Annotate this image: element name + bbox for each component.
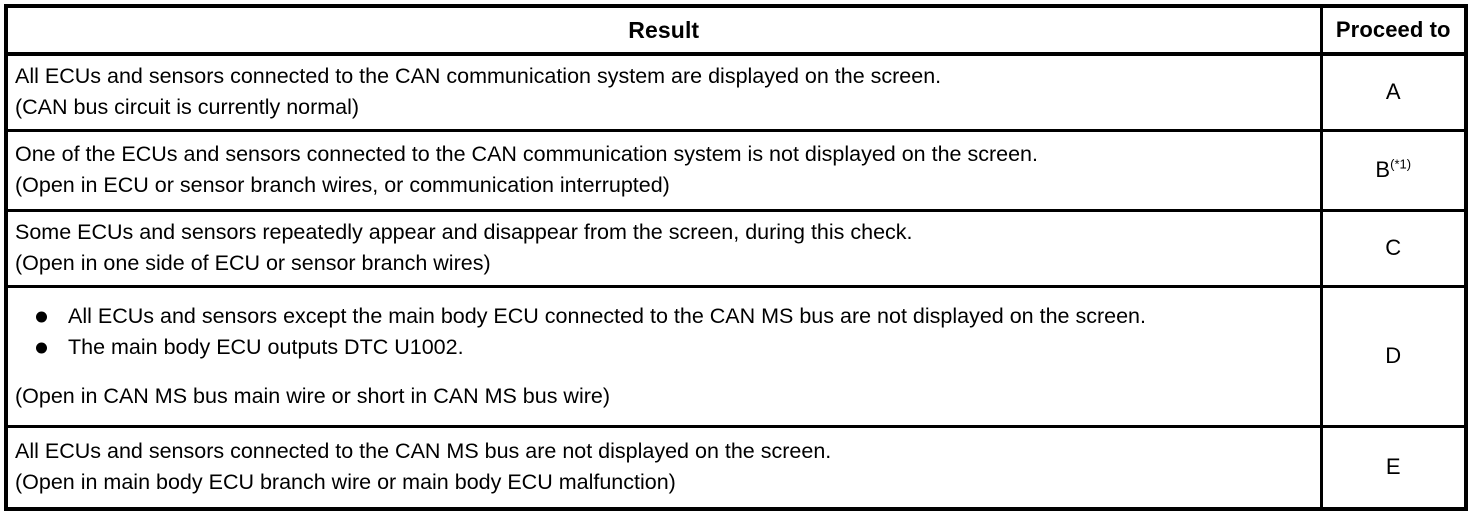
column-header-result: Result — [6, 6, 1323, 56]
result-cell-a: All ECUs and sensors connected to the CA… — [6, 54, 1323, 131]
bullet-dot-icon — [36, 311, 47, 323]
proceed-cell-a: A — [1321, 54, 1466, 130]
bullet-text: The main body ECU outputs DTC U1002. — [68, 335, 464, 360]
result-line-primary: One of the ECUs and sensors connected to… — [15, 141, 1038, 166]
column-header-proceed-to: Proceed to — [1321, 6, 1466, 56]
proceed-footnote-marker: (*1) — [1390, 156, 1412, 172]
proceed-cell-e: E — [1321, 424, 1466, 509]
proceed-letter: D — [1385, 343, 1402, 369]
proceed-letter: A — [1385, 79, 1401, 105]
result-cell-e: All ECUs and sensors connected to the CA… — [6, 424, 1323, 509]
result-cell-b: One of the ECUs and sensors connected to… — [6, 128, 1323, 211]
table-row: All ECUs and sensors except the main bod… — [6, 284, 1466, 427]
table-header: Result Proceed to — [6, 6, 1466, 56]
list-item: The main body ECU outputs DTC U1002. — [15, 332, 1320, 363]
spacer — [15, 363, 1320, 381]
result-line-secondary: (Open in ECU or sensor branch wires, or … — [15, 172, 670, 197]
result-bullet-list: All ECUs and sensors except the main bod… — [15, 301, 1320, 363]
table-row: All ECUs and sensors connected to the CA… — [6, 54, 1466, 131]
table-row: One of the ECUs and sensors connected to… — [6, 128, 1466, 211]
proceed-cell-d: D — [1321, 284, 1466, 427]
result-line-primary: All ECUs and sensors connected to the CA… — [15, 64, 942, 88]
result-cell-d: All ECUs and sensors except the main bod… — [6, 284, 1323, 427]
result-line-secondary: (Open in one side of ECU or sensor branc… — [15, 250, 491, 275]
list-item: All ECUs and sensors except the main bod… — [15, 301, 1320, 332]
table-row: Some ECUs and sensors repeatedly appear … — [6, 208, 1466, 287]
result-line-secondary: (Open in CAN MS bus main wire or short i… — [15, 384, 611, 409]
result-line-primary: All ECUs and sensors connected to the CA… — [15, 438, 832, 463]
result-proceed-table: Result Proceed to All ECUs and sensors c… — [4, 4, 1468, 511]
result-line-secondary: (CAN bus circuit is currently normal) — [15, 94, 360, 119]
result-table-figure: Result Proceed to All ECUs and sensors c… — [0, 4, 1472, 511]
proceed-letter: C — [1385, 235, 1402, 261]
table-header-row: Result Proceed to — [6, 6, 1466, 56]
proceed-cell-b: B(*1) — [1321, 128, 1466, 211]
bullet-dot-icon — [36, 342, 47, 354]
proceed-cell-c: C — [1321, 208, 1466, 287]
proceed-letter: B — [1375, 157, 1391, 183]
result-cell-c: Some ECUs and sensors repeatedly appear … — [6, 208, 1323, 287]
result-line-primary: Some ECUs and sensors repeatedly appear … — [15, 219, 913, 244]
proceed-letter: E — [1385, 454, 1401, 480]
result-line-secondary: (Open in main body ECU branch wire or ma… — [15, 469, 676, 494]
bullet-text: All ECUs and sensors except the main bod… — [68, 304, 1146, 329]
table-row: All ECUs and sensors connected to the CA… — [6, 424, 1466, 509]
table-body: All ECUs and sensors connected to the CA… — [6, 54, 1466, 509]
